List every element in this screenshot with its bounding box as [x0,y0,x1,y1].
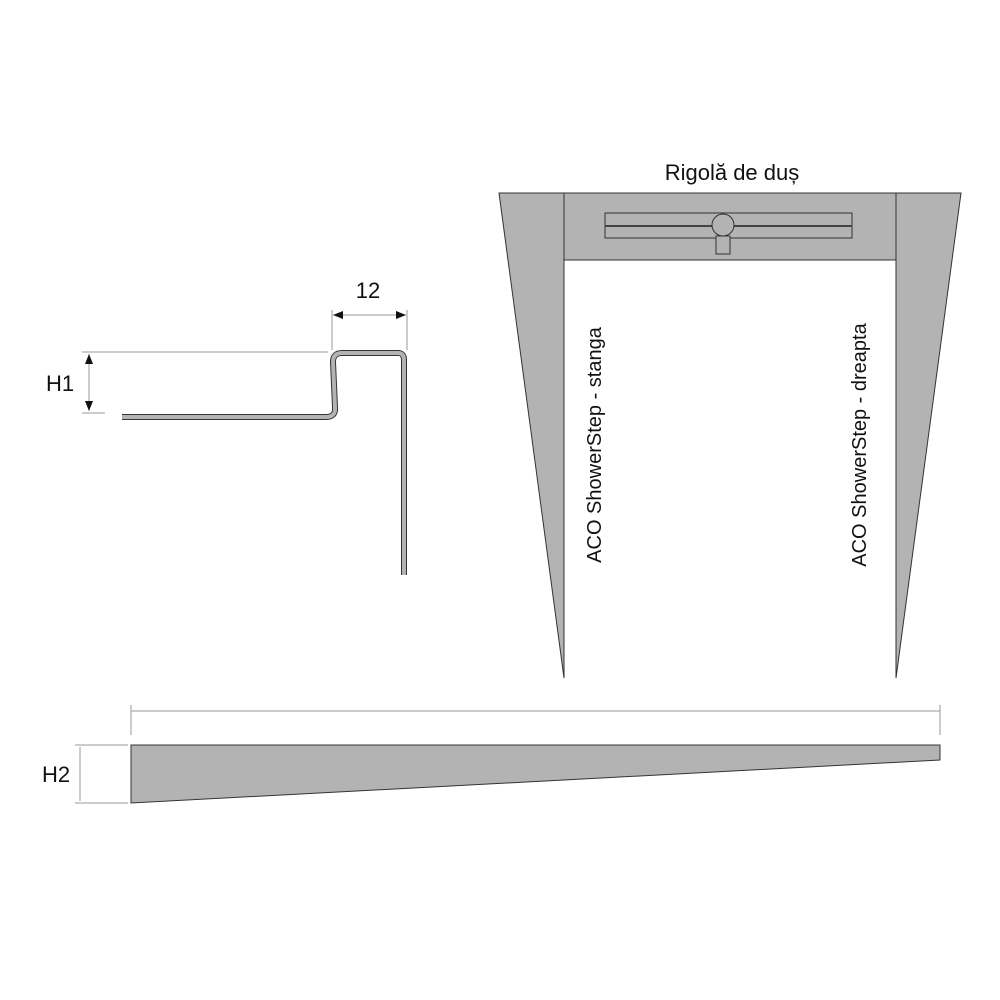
wedge-profile [130,744,941,804]
profile-section: H1 12 [46,278,408,575]
width-dimension-label: 12 [356,278,380,303]
side-view: H2 [42,705,941,804]
right-showerstep-label: ACO ShowerStep - dreapta [849,322,871,566]
h2-label: H2 [42,762,70,787]
drain-assembly: Rigolă de duș ACO ShowerStep - stanga AC… [498,160,962,679]
right-showerstep [895,192,962,679]
drain-outlet [715,235,731,255]
drain-grate-circle [711,213,735,237]
left-showerstep [498,192,565,679]
left-showerstep-label: ACO ShowerStep - stanga [584,326,606,563]
profile-fill [122,351,406,575]
h1-label: H1 [46,371,74,396]
drain-title: Rigolă de duș [665,160,800,185]
profile-outline [122,350,407,575]
